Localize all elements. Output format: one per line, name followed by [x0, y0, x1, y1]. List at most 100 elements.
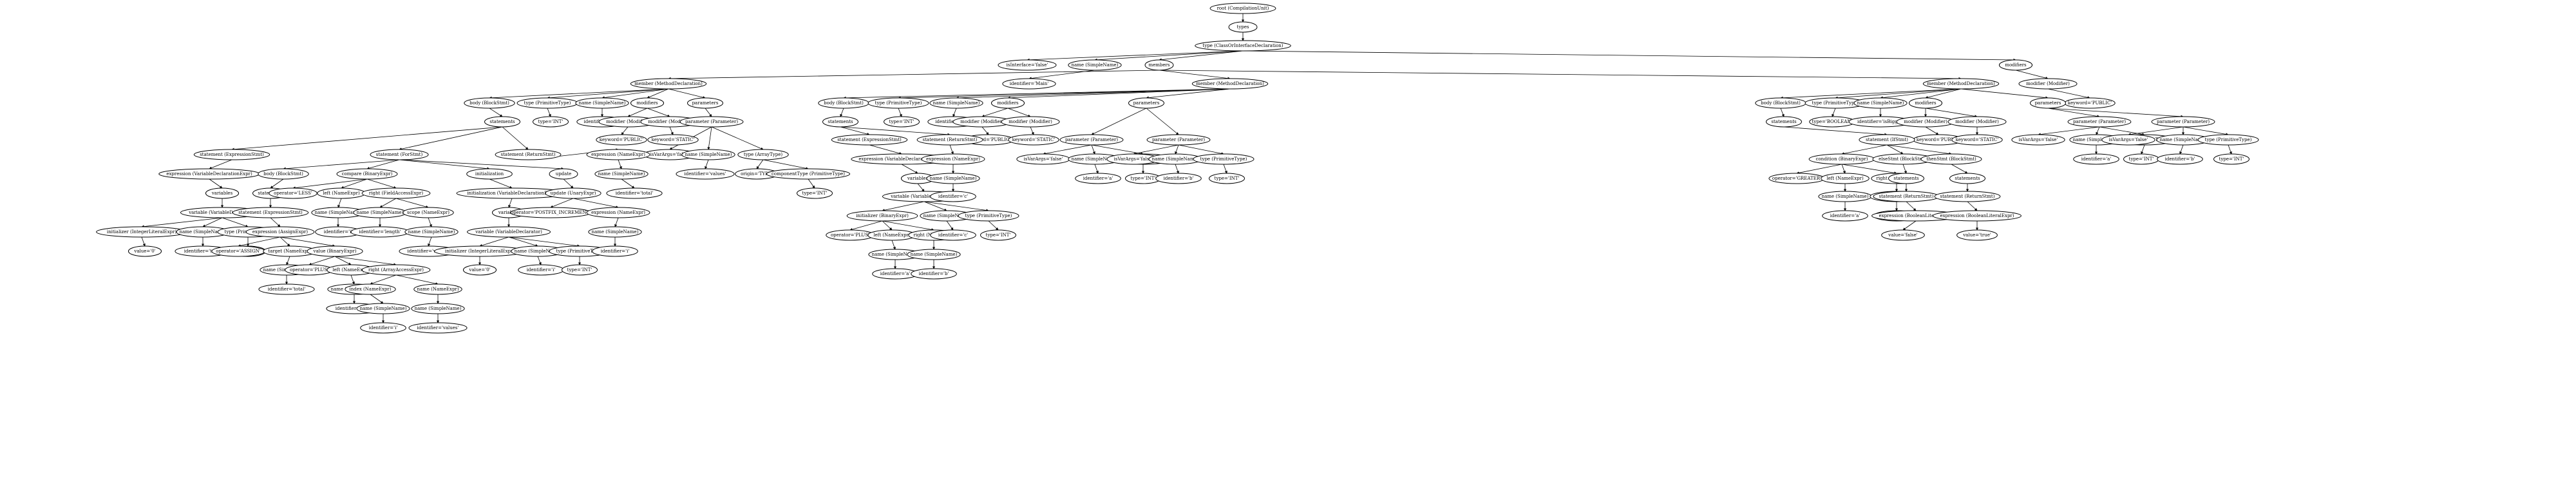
tree-node-right-arrayaccessexpr: right (ArrayAccessExpr) — [361, 264, 431, 276]
node-label: statements — [828, 119, 853, 124]
node-label: name (SimpleName) — [415, 306, 462, 311]
node-label: body (BlockStmt) — [263, 171, 303, 177]
tree-node-type-primitivetype: type (PrimitiveType) — [516, 97, 578, 109]
tree-node-name-simplename: name (SimpleName) — [907, 249, 961, 260]
tree-node-type-primitivetype: type (PrimitiveType) — [1193, 153, 1255, 165]
node-ellipse — [562, 264, 598, 276]
node-label: index (NameExpr) — [350, 287, 392, 292]
node-ellipse — [907, 249, 961, 260]
node-ellipse — [1888, 173, 1924, 184]
node-label: name (SimpleName) — [408, 229, 455, 234]
node-ellipse — [2018, 78, 2078, 90]
tree-node-statement-returnstmt: statement (ReturnStmt) — [495, 149, 562, 160]
edge-b2-b7 — [898, 108, 902, 117]
node-label: name (SimpleName) — [911, 252, 958, 257]
node-label: identifier='i' — [527, 267, 556, 272]
node-ellipse — [466, 226, 551, 238]
tree-node-left-nameexpr: left (NameExpr) — [317, 187, 366, 199]
node-ellipse — [1128, 97, 1164, 109]
edge-b20-b29 — [988, 220, 998, 230]
edge-u3-u4 — [615, 217, 619, 227]
node-ellipse — [258, 168, 309, 180]
node-ellipse — [1934, 191, 2001, 202]
edge-s7-s10 — [141, 236, 145, 246]
node-ellipse — [360, 322, 406, 334]
tree-node-value-0: value='0' — [462, 264, 497, 276]
edge-a10-a12 — [669, 126, 673, 135]
node-label: expression (NameExpr) — [926, 157, 980, 162]
node-ellipse — [1191, 78, 1269, 90]
node-label: keyword='STATIC' — [652, 137, 695, 142]
node-label: root (CompilationUnit) — [1217, 6, 1269, 11]
node-label: identifier='total' — [616, 191, 654, 196]
tree-node-type-arraytype: type (ArrayType) — [737, 149, 789, 160]
edge-n2-n4 — [1095, 50, 1244, 60]
tree-node-keyword-static: keyword='STATIC' — [647, 134, 699, 146]
edge-b18-b22 — [882, 220, 892, 230]
node-label: operator='LESS' — [274, 191, 312, 196]
node-label: statements — [1771, 119, 1797, 124]
tree-node-variable-variabledeclarator: variable (VariableDeclarator) — [466, 226, 551, 238]
edge-g9-g11 — [1925, 126, 1938, 135]
node-label: statement (ExpressionStmt) — [200, 152, 264, 157]
edge-f14-f16 — [350, 274, 354, 284]
tree-node-identifier-main: identifier='Main' — [1002, 78, 1056, 90]
node-ellipse — [679, 116, 744, 128]
node-ellipse — [921, 153, 985, 165]
edge-b15-b16 — [901, 164, 918, 174]
tree-node-keyword-public: keyword='PUBLIC' — [2064, 97, 2116, 109]
node-ellipse — [687, 97, 723, 109]
node-label: variables — [211, 191, 233, 196]
node-label: parameter (Parameter) — [2157, 119, 2210, 124]
tree-node-update: update — [549, 168, 578, 180]
node-ellipse — [630, 78, 707, 90]
tree-node-isvarargs-false: isVarArgs='false' — [2011, 134, 2065, 146]
node-label: keyword='PUBLIC' — [600, 137, 644, 142]
node-label: variable (VariableDeclarator) — [475, 229, 542, 234]
node-ellipse — [2151, 116, 2215, 128]
tree-node-modifier-modifier: modifier (Modifier) — [2018, 78, 2078, 90]
node-ellipse — [549, 168, 578, 180]
node-label: name (SimpleName) — [923, 213, 971, 218]
edge-b19-b28 — [946, 220, 953, 230]
tree-node-initializer-integerliteralexpr: initializer (IntegerLiteralExpr) — [96, 226, 187, 238]
node-label: expression (BooleanLiteralExpr) — [1940, 213, 2014, 218]
tree-node-identifier-total: identifier='total' — [606, 187, 663, 199]
node-ellipse — [1068, 59, 1122, 71]
edge-n8-a4 — [647, 88, 669, 98]
tree-node-statement-expressionstmt: statement (ExpressionStmt) — [831, 134, 908, 146]
edge-f15-f18 — [370, 274, 397, 284]
node-ellipse — [402, 207, 454, 218]
tree-node-operator-greater: operator='GREATER' — [1768, 173, 1825, 184]
tree-node-name-nameexpr: name (NameExpr) — [413, 283, 462, 295]
tree-node-isvarargs-false: isVarArgs='false' — [1016, 153, 1070, 165]
node-ellipse — [1766, 116, 1802, 128]
tree-node-name-simplename: name (SimpleName) — [176, 226, 230, 238]
node-label: type (ArrayType) — [744, 152, 782, 157]
node-label: type='INT' — [2129, 157, 2154, 162]
node-ellipse — [681, 149, 735, 160]
edge-f6-f7 — [270, 217, 280, 227]
tree-node-value-0: value='0' — [128, 245, 162, 257]
edge-g14-g19 — [1841, 164, 1897, 173]
node-ellipse — [586, 149, 650, 160]
edge-a6-s3 — [502, 126, 528, 149]
tree-node-statement-returnstmt: statement (ReturnStmt) — [916, 134, 983, 146]
node-label: expression (NameExpr) — [591, 210, 645, 215]
node-ellipse — [592, 245, 638, 257]
node-label: identifier='a' — [1830, 213, 1861, 218]
node-label: name (SimpleName) — [933, 100, 980, 106]
node-label: modifier (Modifier) — [960, 119, 1004, 124]
node-label: operator='GREATER' — [1772, 176, 1821, 181]
edge-f3-i1 — [489, 178, 512, 188]
node-label: identifier='values' — [417, 325, 459, 330]
node-label: type='INT' — [1215, 176, 1240, 181]
node-label: type (PrimitiveType) — [1200, 157, 1247, 162]
node-label: keyword='PUBLIC' — [2068, 100, 2112, 106]
edge-f2-c2 — [341, 178, 368, 188]
node-ellipse — [958, 210, 1019, 222]
node-ellipse — [462, 264, 497, 276]
node-label: identifier='a' — [2081, 157, 2112, 162]
tree-node-identifier-a: identifier='a' — [1822, 210, 1868, 222]
